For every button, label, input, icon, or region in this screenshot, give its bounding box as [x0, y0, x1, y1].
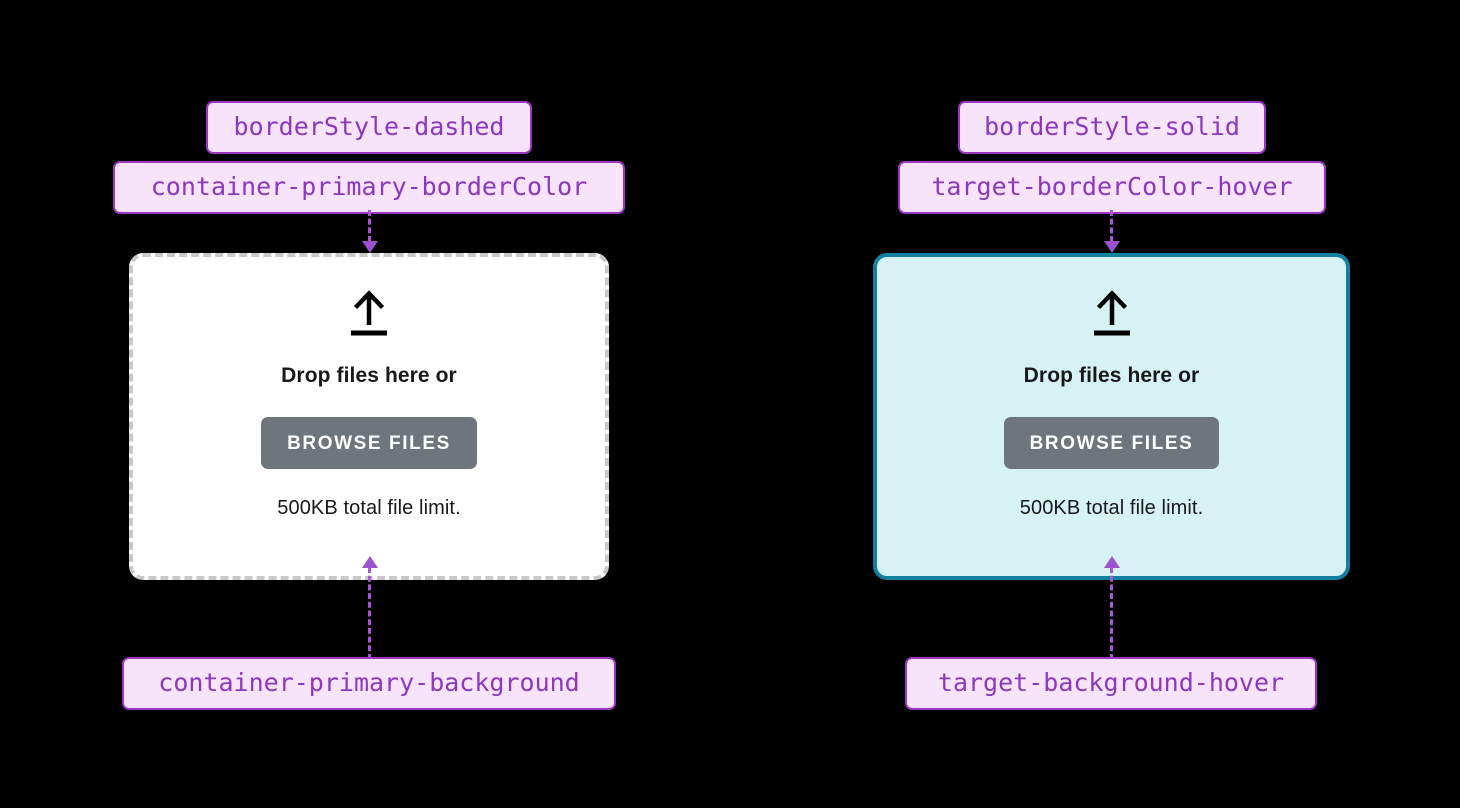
upload-icon: [1093, 290, 1130, 336]
dropzone-hover[interactable]: Drop files here or BROWSE FILES 500KB to…: [873, 253, 1350, 580]
dropzone-title: Drop files here or: [281, 364, 457, 387]
browse-files-button[interactable]: BROWSE FILES: [261, 417, 477, 469]
file-limit-text: 500KB total file limit.: [277, 497, 461, 519]
file-limit-text: 500KB total file limit.: [1019, 497, 1204, 519]
token-chip-target-bordercolor-hover: target-borderColor-hover: [898, 161, 1326, 214]
connector-primary-bordercolor-to-card: [359, 210, 379, 254]
dropzone-primary[interactable]: Drop files here or BROWSE FILES 500KB to…: [129, 253, 609, 580]
connector-target-bordercolor-to-card: [1101, 210, 1121, 254]
token-chip-borderstyle-solid: borderStyle-solid: [958, 101, 1266, 154]
token-chip-container-primary-background: container-primary-background: [122, 657, 616, 710]
dropzone-title: Drop files here or: [1023, 364, 1200, 387]
token-chip-borderstyle-dashed: borderStyle-dashed: [206, 101, 532, 154]
upload-icon: [351, 290, 387, 336]
token-chip-target-background-hover: target-background-hover: [905, 657, 1317, 710]
token-chip-container-primary-bordercolor: container-primary-borderColor: [113, 161, 625, 214]
browse-files-button[interactable]: BROWSE FILES: [1003, 417, 1220, 469]
